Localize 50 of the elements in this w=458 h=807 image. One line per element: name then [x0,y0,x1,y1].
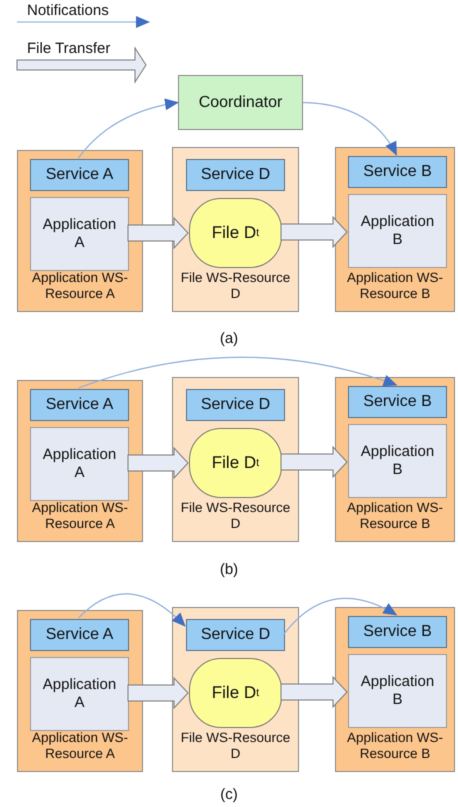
application-box: Application A [30,657,129,731]
coordinator-box: Coordinator [178,75,303,130]
legend-label: File Transfer [27,40,110,57]
application-box: Application B [348,194,447,268]
resource-label: File WS-Resource D [180,500,292,532]
application-box: Application B [348,654,447,728]
service-box: Service A [30,619,129,651]
file-transfer-arrow [280,676,348,708]
service-box: Service A [30,389,129,421]
resource-box [172,377,299,542]
notification-arrow [284,598,398,634]
service-box: Service B [348,616,447,648]
resource-box [17,380,143,542]
file-transfer-arrow [280,446,348,478]
panel-caption: (b) [220,561,238,578]
service-box: Service B [348,386,447,418]
service-box: Service D [186,389,285,421]
resource-label: Application WS-Resource B [346,730,444,762]
resource-box [172,147,299,312]
resource-label: Application WS-Resource B [346,500,444,532]
notification-arrow [78,98,179,158]
service-box: Service D [186,159,285,191]
service-box: Service D [186,619,285,651]
notification-arrow [302,102,398,156]
legend-label: Notifications [27,2,109,19]
service-box: Service A [30,159,129,191]
resource-label: Application WS-Resource A [30,270,130,302]
panel-caption: (c) [220,786,238,803]
resource-box [172,607,299,772]
resource-label: File WS-Resource D [180,730,292,762]
resource-box [335,377,455,542]
resource-box [17,610,143,772]
resource-box [335,147,455,312]
file-transfer-arrow [280,216,348,248]
resource-label: Application WS-Resource B [346,270,444,302]
notification-arrow [78,593,186,627]
application-box: Application A [30,197,129,271]
service-box: Service B [348,156,447,188]
application-box: Application B [348,424,447,498]
file-transfer-arrow [128,676,189,710]
resource-label: File WS-Resource D [180,270,292,302]
file-transfer-arrow [128,216,189,250]
file-transfer-arrow [128,446,189,480]
resource-label: Application WS-Resource A [30,730,130,762]
panel-caption: (a) [220,330,238,347]
notification-arrow [78,356,398,389]
resource-box [335,607,455,772]
application-box: Application A [30,427,129,501]
resource-label: Application WS-Resource A [30,500,130,532]
resource-box [17,150,143,312]
